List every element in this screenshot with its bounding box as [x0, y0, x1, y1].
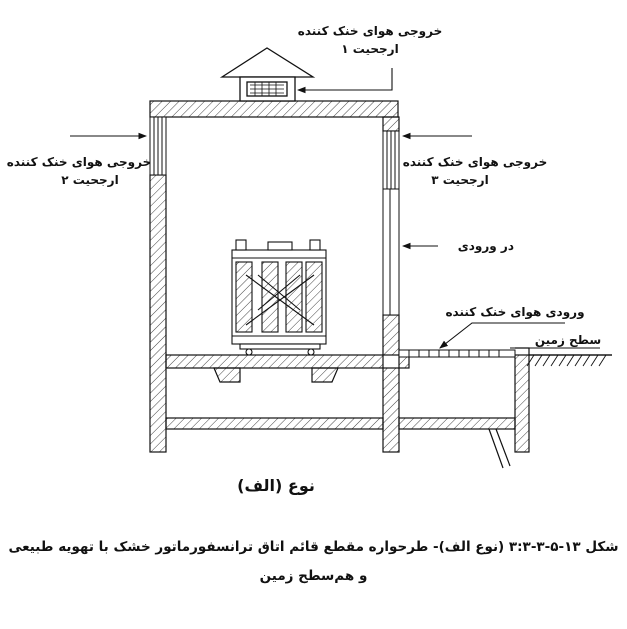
label-outlet-1-line2: ارجحیت ۱	[341, 42, 399, 56]
label-outlet-3-line2: ارجحیت ۳	[431, 173, 489, 187]
type-label: نوع (الف)	[237, 476, 315, 495]
roof-slab	[149, 100, 399, 118]
label-outlet-2-line2: ارجحیت ۲	[61, 173, 119, 187]
ground-level	[515, 347, 612, 356]
right-wall-lower	[382, 314, 400, 356]
figure-caption-line1: شکل ۱۳-۵-۳-۳:۳ (نوع الف)- طرحواره مقطع ق…	[8, 539, 619, 555]
entrance-door	[382, 188, 400, 316]
right-wall-upper	[382, 116, 400, 132]
outlet-grille-2	[149, 116, 167, 176]
ground-hatch	[526, 354, 607, 367]
label-outlet-3-line1: خروجی هوای خنک کننده	[402, 155, 548, 169]
duct-wall	[514, 354, 530, 453]
inlet-grille	[398, 349, 516, 358]
floor-slab	[165, 354, 384, 369]
leader-arrows	[70, 68, 600, 349]
label-outlet-1-line1: خروجی هوای خنک کننده	[297, 24, 443, 38]
label-outlet-2-line1: خروجی هوای خنک کننده	[6, 155, 152, 169]
label-ground: سطح زمین	[534, 333, 602, 347]
outlet-grille-3	[382, 130, 400, 190]
left-wall	[149, 174, 167, 453]
arrow-outlet-1	[296, 68, 393, 94]
figure-caption-line2: و هم‌سطح زمین	[259, 568, 368, 584]
label-inlet: ورودی هوای خنک کننده	[445, 305, 585, 319]
drain-pipe	[488, 428, 511, 469]
roof-ventilator	[219, 47, 316, 102]
pedestal-left	[213, 367, 241, 383]
dry-transformer	[231, 239, 327, 356]
basement-slab	[165, 417, 384, 430]
label-door: در ورودی	[457, 239, 514, 253]
pedestal-right	[311, 367, 339, 383]
right-wall-basement	[382, 367, 400, 453]
duct-slab	[398, 417, 516, 430]
arrow-inlet	[439, 322, 565, 349]
